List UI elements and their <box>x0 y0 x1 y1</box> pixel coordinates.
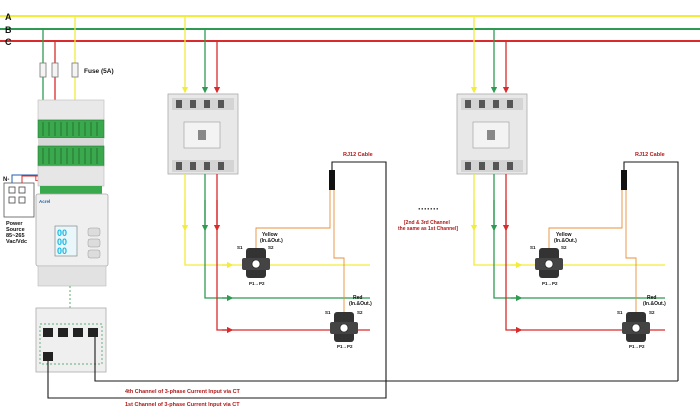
return-cables: 4th Channel of 3-phase Current Input via… <box>47 337 678 408</box>
ct1-red-p: P1→P2 <box>337 344 353 349</box>
ch4-rj12-label: RJ12 Cable <box>635 152 665 158</box>
ct4-red-p: P1→P2 <box>629 344 645 349</box>
breaker-icon <box>167 93 239 175</box>
ct4-yellow-p: P1→P2 <box>542 281 558 286</box>
ct4-yellow-s1: S1 <box>530 245 536 250</box>
channel-4-label: 4th Channel of 3-phase Current Input via… <box>125 389 241 395</box>
energy-meter-icon: Acrel 00 00 00 <box>35 99 109 287</box>
ct1-red-s2: S2 <box>357 310 363 315</box>
ct1-yellow-s2: S2 <box>268 245 274 250</box>
ct4-red-label-1: Red <box>647 295 656 301</box>
ct1-red-s1: S1 <box>325 310 331 315</box>
current-transformer-icon <box>242 248 270 278</box>
ct4-yellow-label-2: (In.&Out.) <box>554 238 577 244</box>
ct1-yellow-label-2: (In.&Out.) <box>260 238 283 244</box>
ch1-rj12-label: RJ12 Cable <box>343 152 373 158</box>
power-n-label: N- <box>3 177 9 183</box>
ct1-yellow-s1: S1 <box>237 245 243 250</box>
current-transformer-icon <box>622 312 650 342</box>
note-line-1: [2nd & 3rd Channel <box>404 220 450 226</box>
phase-buses: A B C <box>0 12 700 47</box>
power-source-line-2: Source <box>6 227 25 233</box>
ct4-yellow-s2: S2 <box>561 245 567 250</box>
meter-digit-row-1: 00 <box>57 228 67 238</box>
current-transformer-icon <box>535 248 563 278</box>
meter-brand: Acrel <box>39 199 50 204</box>
breaker-icon <box>456 93 528 175</box>
channel-4: S1 S2 P1→P2 Yellow (In.&Out.) S1 S2 P1→P… <box>456 16 679 381</box>
bus-a-label: A <box>5 12 12 22</box>
ct4-red-label-2: (In.&Out.) <box>643 301 666 307</box>
ct1-red-label-1: Red <box>353 295 362 301</box>
current-transformer-icon <box>330 312 358 342</box>
note-dots: ······· <box>418 204 439 214</box>
ct1-yellow-label-1: Yellow <box>262 232 278 238</box>
power-source-line-3: 85~265 <box>6 233 25 239</box>
ct4-red-s1: S1 <box>617 310 623 315</box>
ct1-yellow-p: P1→P2 <box>249 281 265 286</box>
ct4-red-s2: S2 <box>649 310 655 315</box>
ct1-red-label-2: (In.&Out.) <box>349 301 372 307</box>
fuse-label: Fuse (5A) <box>84 68 114 75</box>
channel-note: ······· [2nd & 3rd Channel the same as 1… <box>398 204 458 232</box>
rj12-connector-icon <box>621 170 627 190</box>
meter-digit-row-2: 00 <box>57 237 67 247</box>
power-source-line-4: Vac/Vdc <box>6 239 27 245</box>
bus-c-label: C <box>5 37 12 47</box>
channel-1: S1 S2 P1→P2 Yellow (In.&Out.) S1 S2 P1→P… <box>167 16 387 390</box>
note-line-2: the same as 1st Channel] <box>398 226 458 232</box>
fuse-taps: Fuse (5A) <box>39 16 114 120</box>
channel-1-label: 1st Channel of 3-phase Current Input via… <box>125 402 240 408</box>
power-source-line-1: Power <box>6 221 23 227</box>
meter-digit-row-3: 00 <box>57 246 67 256</box>
rj12-connector-icon <box>329 170 335 190</box>
bus-b-label: B <box>5 25 12 35</box>
fuse-icon <box>39 62 79 78</box>
ct4-yellow-label-1: Yellow <box>556 232 572 238</box>
